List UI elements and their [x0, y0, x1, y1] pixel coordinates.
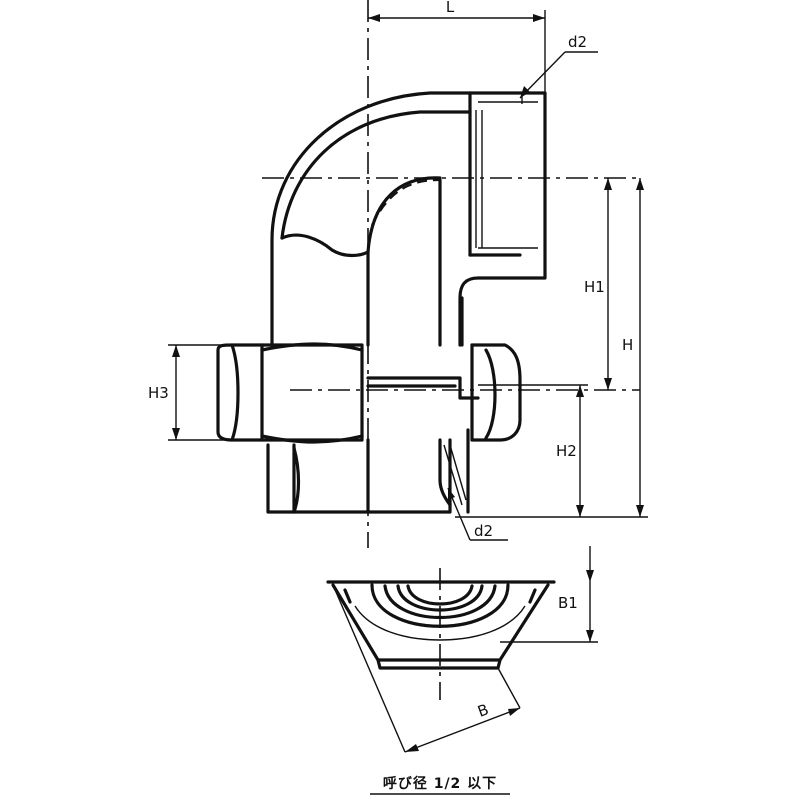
label-l: L [446, 0, 455, 16]
label-h1: H1 [584, 278, 605, 296]
caption: 呼び径 1/2 以下 [383, 775, 497, 792]
dimension-h: H [455, 178, 648, 518]
label-b: B [475, 700, 491, 720]
union-tail [266, 428, 470, 514]
dimension-d2-bottom: d2 [447, 487, 508, 541]
label-d2-top: d2 [568, 33, 587, 51]
label-h3: H3 [148, 384, 169, 402]
dimension-h1: H1 [584, 178, 612, 390]
label-h2: H2 [556, 442, 577, 460]
caption-group: 呼び径 1/2 以下 [370, 775, 510, 795]
dimension-h2: H2 [478, 384, 588, 517]
label-d2-bottom: d2 [474, 522, 493, 540]
center-lines [262, 0, 640, 700]
label-h: H [622, 336, 633, 354]
dimension-b1: B1 [500, 546, 598, 643]
elbow-body [270, 91, 547, 347]
dimension-b: B [332, 584, 521, 753]
label-b1: B1 [558, 594, 578, 612]
hex-end-view [326, 580, 556, 670]
dimension-h3: H3 [148, 344, 232, 441]
dimension-d2-top: d2 [519, 33, 598, 99]
union-nut [216, 342, 522, 444]
dimension-l: L [368, 0, 546, 92]
